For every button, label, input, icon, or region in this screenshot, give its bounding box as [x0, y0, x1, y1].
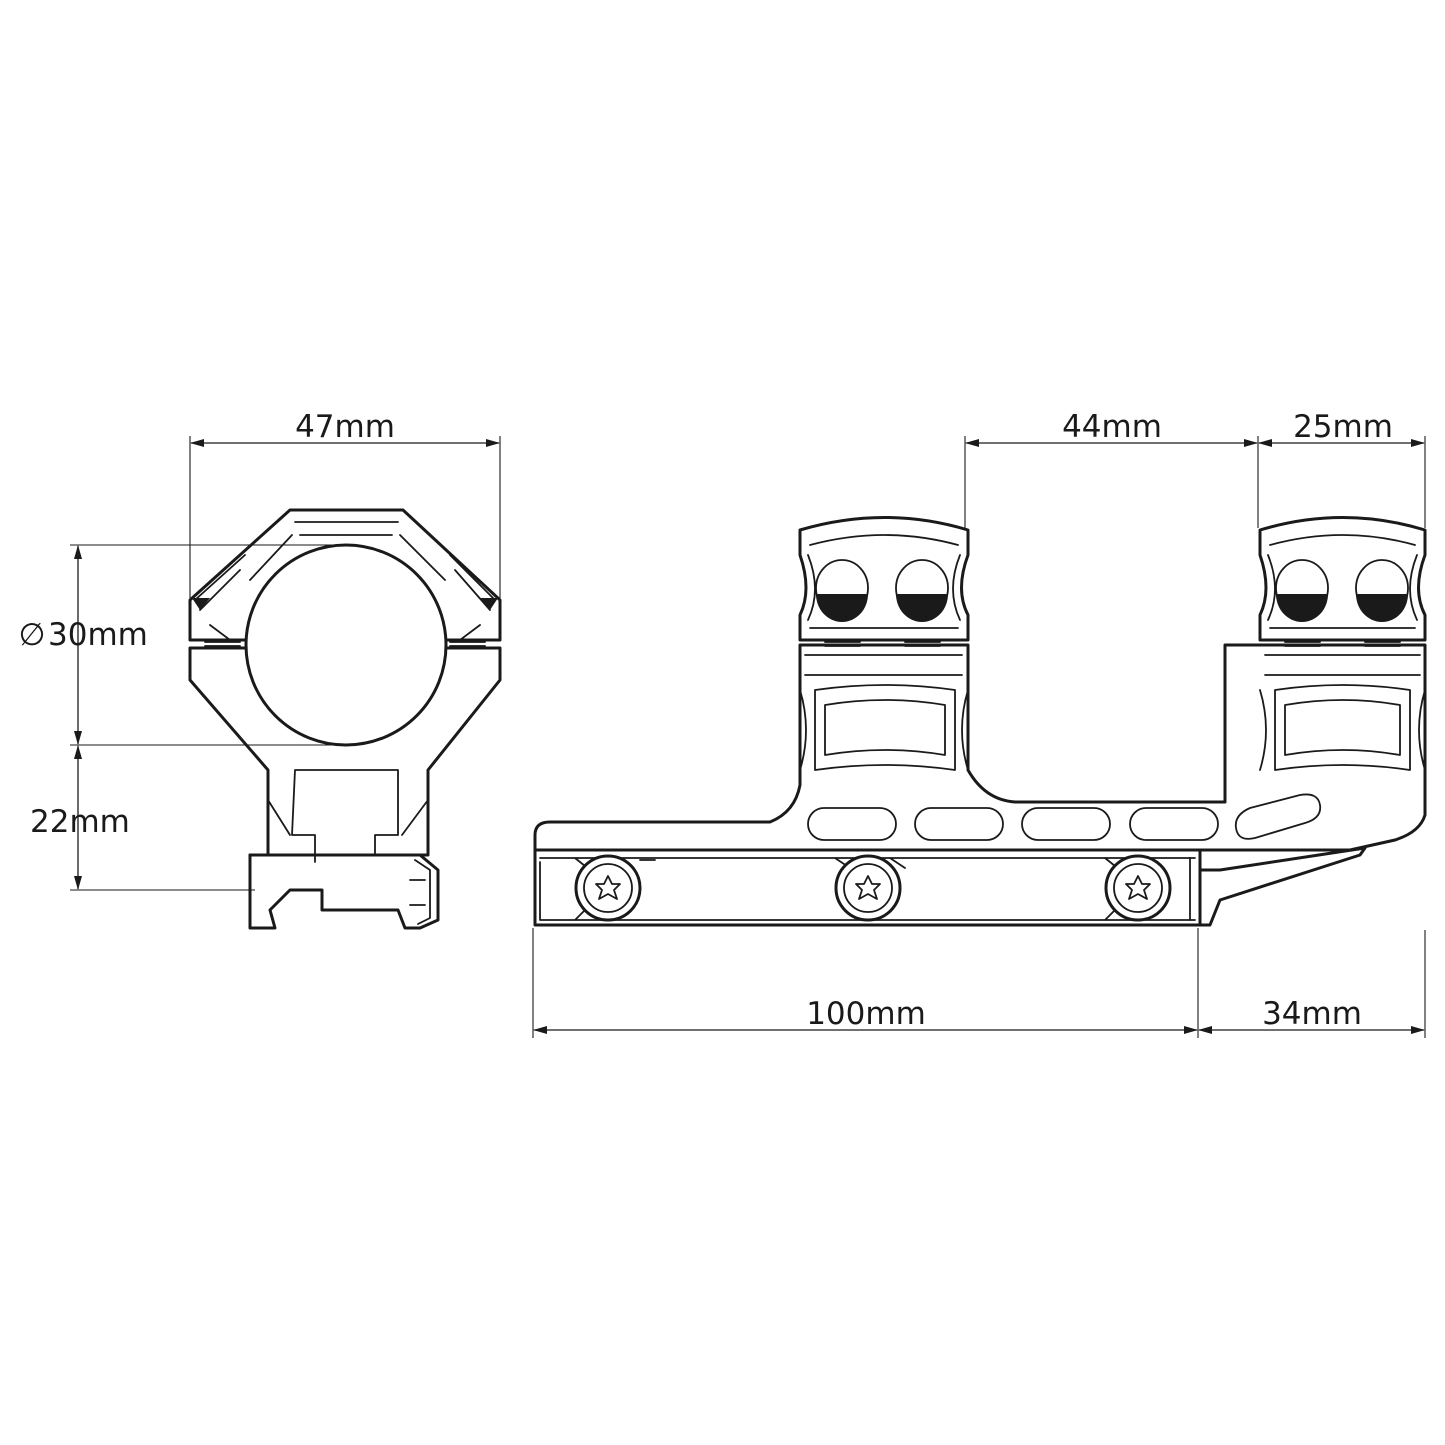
label-30mm: 30mm [48, 617, 148, 653]
cap-screw-holes [815, 559, 1409, 622]
dim-34mm: 34mm [1198, 930, 1426, 1038]
dim-100mm: 100mm [532, 928, 1199, 1038]
dim-22mm: 22mm [30, 745, 255, 891]
label-25mm: 25mm [1293, 409, 1393, 445]
label-100mm: 100mm [806, 996, 926, 1032]
lightening-slots [807, 793, 1322, 841]
label-47mm: 47mm [295, 409, 395, 445]
dim-25mm: 25mm [1258, 409, 1426, 528]
mount-body [533, 643, 1427, 852]
label-22mm: 22mm [30, 804, 130, 840]
tube-bore [244, 543, 448, 747]
torx-screws [574, 854, 1172, 922]
dim-44mm: 44mm [964, 409, 1259, 528]
dim-47mm: 47mm [189, 409, 501, 598]
rail-clamp [248, 853, 440, 930]
dim-30mm: ∅ 30mm [18, 544, 345, 746]
label-34mm: 34mm [1262, 996, 1362, 1032]
diameter-symbol: ∅ [18, 617, 45, 653]
end-view [188, 508, 502, 930]
label-44mm: 44mm [1062, 409, 1162, 445]
front-view [533, 516, 1427, 927]
front-taper [1198, 846, 1367, 927]
